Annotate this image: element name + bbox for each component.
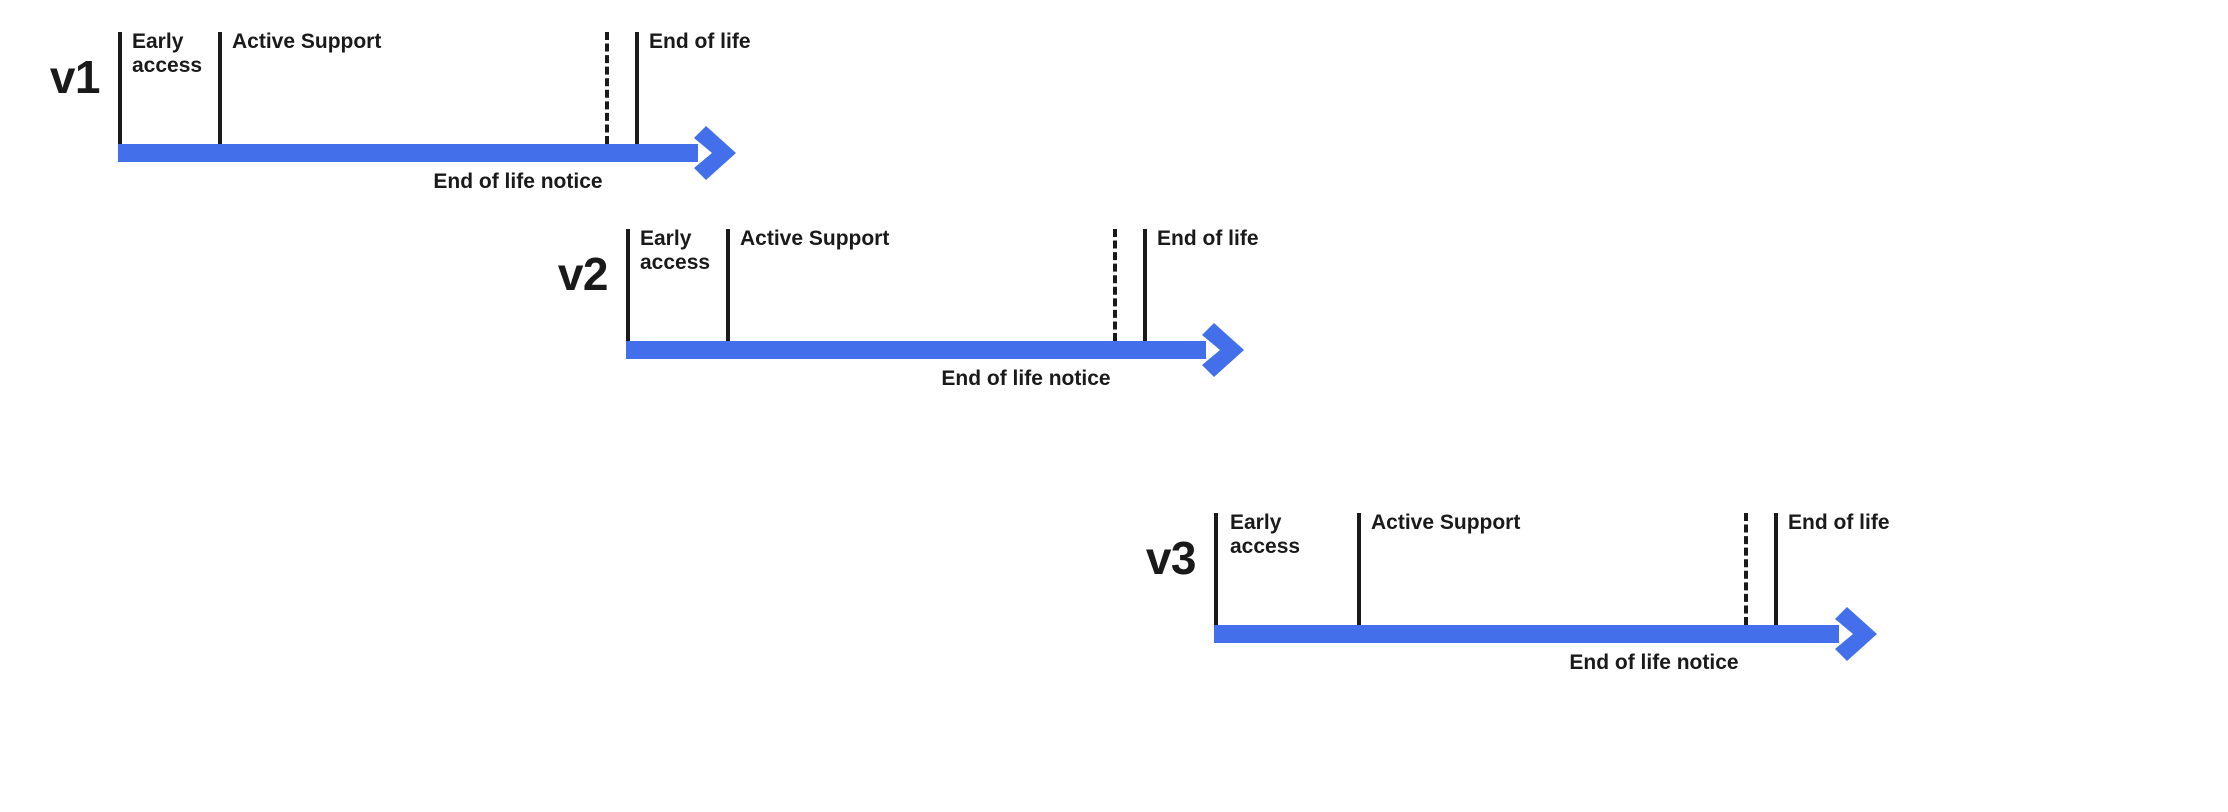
version-label-v2: v2 bbox=[557, 248, 609, 300]
phase-divider-early-active-v1 bbox=[218, 32, 222, 144]
bar-caption-v3: End of life notice bbox=[1569, 651, 1739, 674]
end-of-life-notice-marker-v1 bbox=[605, 32, 609, 144]
phase-label-active-support-v3: Active Support bbox=[1371, 511, 1521, 534]
phase-divider-end-of-life-v3 bbox=[1774, 513, 1778, 625]
lifecycle-bar-v1 bbox=[118, 144, 698, 162]
lifecycle-bar-v3 bbox=[1214, 625, 1839, 643]
arrow-head-icon-v2 bbox=[1190, 320, 1250, 380]
arrow-head-icon-v3 bbox=[1823, 604, 1883, 664]
version-label-v1: v1 bbox=[49, 51, 101, 103]
phase-label-end-of-life-v1: End of life bbox=[649, 30, 751, 53]
phase-label-early-access-v2: Early access bbox=[640, 227, 711, 274]
track-v3: Early access Active Support End of life … bbox=[1214, 491, 1904, 691]
phase-divider-early-active-v3 bbox=[1357, 513, 1361, 625]
phase-divider-early-active-v2 bbox=[726, 229, 730, 341]
phase-divider-end-of-life-v1 bbox=[635, 32, 639, 144]
end-of-life-notice-marker-v2 bbox=[1113, 229, 1117, 341]
timeline-row-v3: v3 Early access Active Support End of li… bbox=[1118, 491, 2228, 691]
phase-divider-end-of-life-v2 bbox=[1143, 229, 1147, 341]
version-label-v3: v3 bbox=[1145, 532, 1197, 584]
track-v2: Early access Active Support End of life … bbox=[626, 207, 1266, 407]
phase-label-active-support-v2: Active Support bbox=[740, 227, 890, 250]
phase-label-active-support-v1: Active Support bbox=[232, 30, 382, 53]
phase-label-end-of-life-v2: End of life bbox=[1157, 227, 1259, 250]
phase-divider-start-v2 bbox=[626, 229, 630, 341]
timeline-row-v2: v2 Early access Active Support End of li… bbox=[530, 207, 1630, 407]
bar-caption-v1: End of life notice bbox=[433, 170, 603, 193]
bar-caption-v2: End of life notice bbox=[941, 367, 1111, 390]
phase-label-early-access-v3: Early access bbox=[1230, 511, 1301, 558]
phase-label-early-access-v1: Early access bbox=[132, 30, 203, 77]
phase-divider-start-v3 bbox=[1214, 513, 1218, 625]
phase-divider-start-v1 bbox=[118, 32, 122, 144]
track-v1: Early access Active Support End of life … bbox=[118, 10, 758, 210]
end-of-life-notice-marker-v3 bbox=[1744, 513, 1748, 625]
lifecycle-bar-v2 bbox=[626, 341, 1206, 359]
arrow-head-icon-v1 bbox=[682, 123, 742, 183]
phase-label-end-of-life-v3: End of life bbox=[1788, 511, 1890, 534]
timeline-row-v1: v1 Early access Active Support End of li… bbox=[22, 10, 1122, 210]
